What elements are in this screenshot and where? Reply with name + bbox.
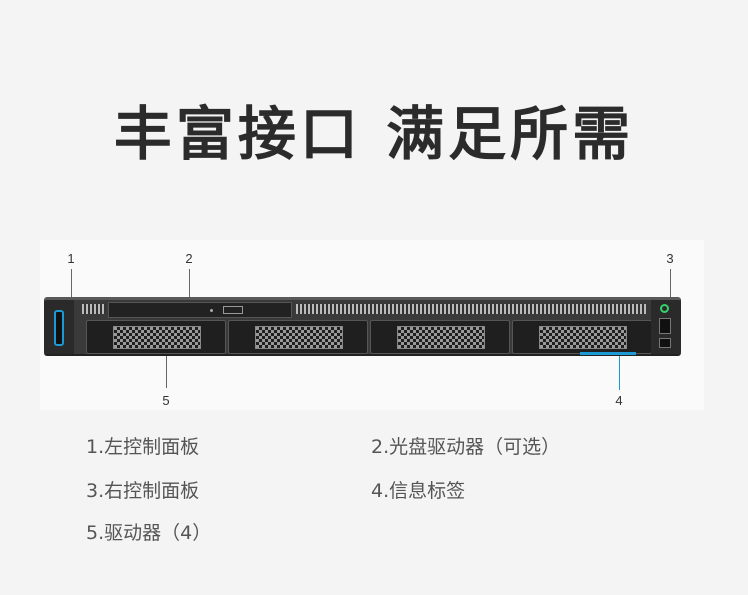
- drive-bay-1: [86, 320, 226, 354]
- drive-bay-grill: [113, 326, 201, 349]
- optical-drive-eject-button: [223, 306, 243, 314]
- drive-bay-grill: [539, 326, 627, 349]
- usb-port-icon: [659, 318, 671, 334]
- information-tag: [580, 352, 636, 355]
- legend-item-3: 3.右控制面板: [86, 480, 200, 502]
- leader-line-1: [71, 269, 72, 303]
- server-chassis: [44, 297, 681, 356]
- leader-line-3: [670, 269, 671, 301]
- legend-item-4: 4.信息标签: [371, 480, 466, 502]
- legend-item-2: 2.光盘驱动器（可选）: [371, 436, 561, 458]
- page-title: 丰富接口 满足所需: [113, 100, 635, 168]
- drive-bay-grill: [255, 326, 343, 349]
- drive-bay-4: [512, 320, 652, 354]
- callout-3: 3: [666, 251, 674, 266]
- vent-grille-right: [296, 304, 646, 314]
- optical-drive-led-icon: [210, 309, 213, 312]
- service-port-icon: [659, 338, 671, 348]
- vent-grille-left: [82, 304, 106, 314]
- leader-line-2: [189, 269, 190, 307]
- leader-line-5: [166, 340, 167, 388]
- drive-bay-3: [370, 320, 510, 354]
- drive-bay-2: [228, 320, 368, 354]
- leader-line-4: [619, 352, 620, 390]
- callout-1: 1: [67, 251, 75, 266]
- left-handle-icon: [54, 310, 64, 346]
- callout-2: 2: [185, 251, 193, 266]
- drive-bay-grill: [397, 326, 485, 349]
- right-control-panel: [651, 300, 681, 354]
- power-button-icon: [660, 304, 669, 313]
- optical-drive: [108, 302, 292, 318]
- callout-4: 4: [615, 393, 623, 408]
- left-control-panel: [44, 300, 74, 354]
- legend-item-1: 1.左控制面板: [86, 436, 200, 458]
- server-front-diagram: 1 2 3 4 5: [40, 240, 704, 410]
- callout-5: 5: [162, 393, 170, 408]
- legend-item-5: 5.驱动器（4）: [86, 522, 212, 544]
